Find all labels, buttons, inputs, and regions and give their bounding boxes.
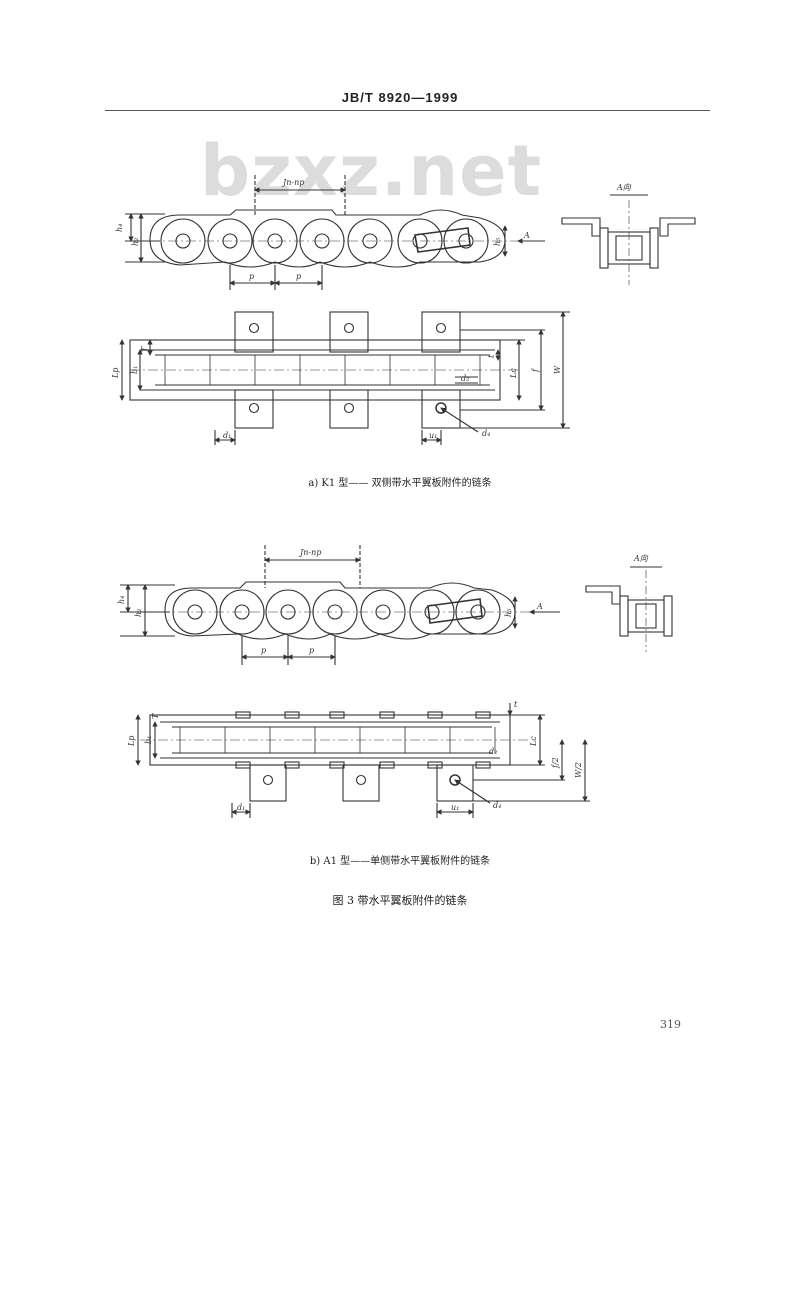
fig-b-label-p1: p: [261, 646, 266, 655]
fig-b-view-a: [585, 566, 673, 652]
fig-b-caption: b) A1 型——单侧带水平翼板附件的链条: [309, 856, 491, 867]
fig-a-label-p2: p: [296, 272, 301, 281]
fig-a-label-d2: d₂: [461, 374, 469, 383]
fig-b-attachment-plates: [249, 764, 474, 802]
fig-b-top-view: [135, 703, 590, 818]
fig-b-label-h4: h₄: [117, 596, 126, 604]
fig-a-label-u1: u₁: [429, 431, 437, 440]
fig-a-label-pitch-n: Jn-np: [281, 178, 304, 187]
fig-b-label-b1: b₁: [144, 736, 153, 744]
fig-a-label-d4: d₄: [482, 429, 490, 438]
fig-b-label-p2: p: [309, 646, 314, 655]
fig-b-label-lp: Lp: [127, 736, 136, 747]
fig-b-rivet-heads: [235, 711, 491, 769]
fig-b-label-u1: u₁: [451, 803, 459, 812]
fig-a-label-b1: b₁: [130, 366, 139, 374]
fig-a-label-arrow: A: [523, 231, 530, 240]
fig-b-side-view: [120, 545, 560, 665]
watermark: bzxz.net: [200, 130, 543, 212]
fig-a-view-label: A向: [616, 183, 632, 192]
fig-a-label-lp: Lp: [111, 368, 120, 379]
fig-b-label-h2: h₂: [134, 609, 143, 617]
fig-b-label-d2: d₂: [489, 747, 497, 756]
fig-a-top-view: [119, 311, 570, 445]
fig-a-attachment-plates: [234, 311, 461, 429]
fig-a-label-h4: h₄: [115, 224, 124, 232]
fig-b-label-w2: W/2: [574, 762, 583, 778]
fig-b-label-f2: f/2: [551, 757, 560, 769]
page-number: 319: [660, 1018, 681, 1031]
fig-a-side-view: [125, 175, 545, 290]
header-rule: [105, 110, 710, 111]
fig-a-label-p1: p: [249, 272, 254, 281]
fig-b-label-t: T: [151, 713, 160, 719]
fig-a-label-small-t: t: [487, 354, 496, 358]
figure-caption: 图 3 带水平翼板附件的链条: [332, 894, 468, 907]
fig-a-view-a: [561, 194, 696, 285]
fig-b-view-label: A向: [633, 554, 649, 563]
fig-a-label-w: W: [553, 365, 562, 374]
fig-a-label-f: f: [531, 367, 540, 373]
standard-header: JB/T 8920—1999: [341, 90, 459, 105]
fig-b-label-arrow: A: [536, 602, 543, 611]
fig-b-label-pitch-n: Jn-np: [298, 548, 321, 557]
fig-a-label-h5: h₅: [493, 237, 502, 246]
fig-b-label-lc: Lᴄ: [529, 736, 538, 747]
fig-b-label-d4: d₄: [493, 801, 501, 810]
fig-b-label-h5: h₅: [504, 608, 513, 617]
fig-b-label-d1: d₁: [237, 803, 245, 812]
fig-a-label-h2: h₂: [131, 238, 140, 246]
fig-a-label-lc: Lᴄ: [509, 368, 518, 379]
fig-a-caption: a) K1 型—— 双侧带水平翼板附件的链条: [308, 478, 492, 489]
fig-a-label-d1: d₁: [223, 431, 231, 440]
fig-a-label-t: T: [140, 346, 149, 352]
fig-b-label-small-t: t: [514, 700, 518, 709]
